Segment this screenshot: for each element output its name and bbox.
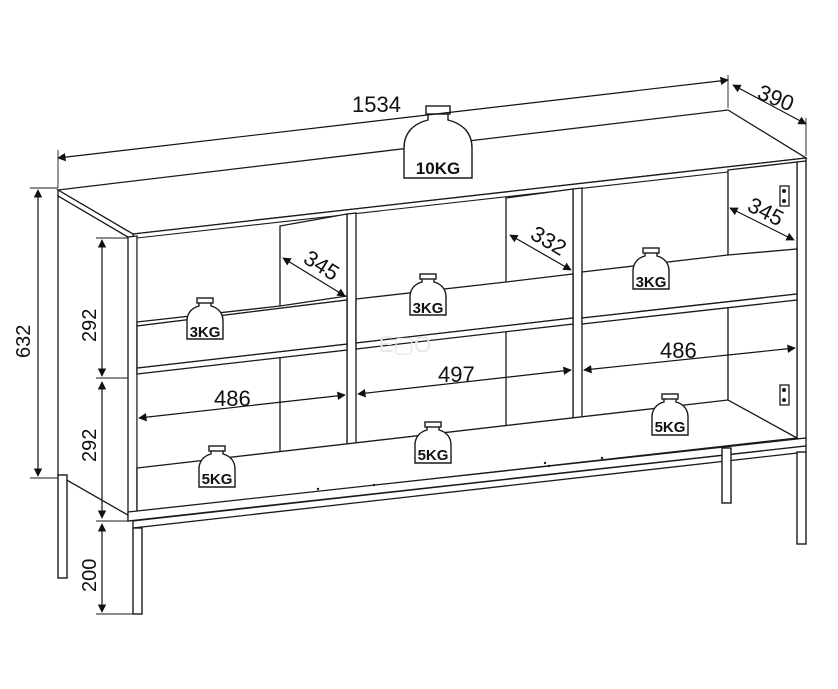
cabinet-left-front-edge	[127, 235, 138, 522]
cabinet-right-side-panel	[796, 160, 807, 442]
label-leg-height: 200	[79, 559, 101, 592]
weight-right-lower-icon: 5KG	[651, 393, 689, 436]
label-left-inner-width: 486	[214, 386, 251, 411]
leg-back-right	[721, 447, 732, 504]
dimline-left-depth	[282, 257, 346, 297]
label-height: 632	[13, 325, 35, 358]
dimension-lines	[30, 75, 807, 615]
hinge-upper-icon	[779, 185, 790, 207]
shelf-right-upper-front	[581, 293, 798, 325]
weight-left-lower-icon: 5KG	[198, 445, 236, 488]
weight-right-lower-label: 5KG	[655, 419, 686, 436]
dimline-middle-width	[357, 366, 572, 398]
dimline-left-width	[138, 391, 346, 422]
cabinet-floor	[136, 399, 800, 513]
label-depth: 390	[754, 79, 797, 116]
label-middle-inner-width: 497	[438, 362, 475, 387]
leg-front-right	[796, 451, 807, 545]
weight-top-label: 10KG	[416, 159, 460, 178]
dimline-depth	[732, 84, 807, 125]
weight-left-upper-icon: 3KG	[186, 297, 224, 341]
dimline-middle-depth	[509, 234, 572, 271]
weight-middle-upper-label: 3KG	[413, 300, 444, 317]
dimline-right-depth	[729, 207, 795, 241]
weight-middle-lower-label: 5KG	[418, 447, 449, 464]
dimline-right-width	[583, 344, 796, 374]
weight-left-upper-label: 3KG	[190, 324, 221, 341]
weight-left-lower-label: 5KG	[202, 471, 233, 488]
watermark-logo: E▢O	[379, 332, 432, 357]
label-right-inner-width: 486	[660, 338, 697, 363]
floor-marks	[316, 456, 604, 491]
weight-right-upper-label: 3KG	[636, 274, 667, 291]
shelf-middle-upper-front	[355, 317, 574, 350]
dimline-width	[57, 76, 729, 162]
label-lower-shelf-height: 292	[79, 429, 101, 462]
shelf-middle-upper-top	[355, 273, 574, 344]
cabinet-left-side-panel	[57, 194, 134, 520]
leg-front-left-inner	[132, 527, 143, 615]
dimension-labels: 1534 390 632 292 292 200 345 332 345 486…	[13, 79, 798, 592]
weight-right-upper-icon: 3KG	[632, 247, 670, 291]
weight-middle-upper-icon: 3KG	[409, 273, 447, 317]
label-upper-shelf-height: 292	[79, 309, 101, 342]
weight-middle-lower-icon: 5KG	[414, 421, 452, 464]
leg-front-left	[57, 474, 68, 579]
shelf-left-upper-top	[136, 299, 348, 369]
cabinet-legs	[57, 447, 807, 615]
label-width: 1534	[352, 92, 401, 117]
hinge-lower-icon	[779, 384, 790, 406]
